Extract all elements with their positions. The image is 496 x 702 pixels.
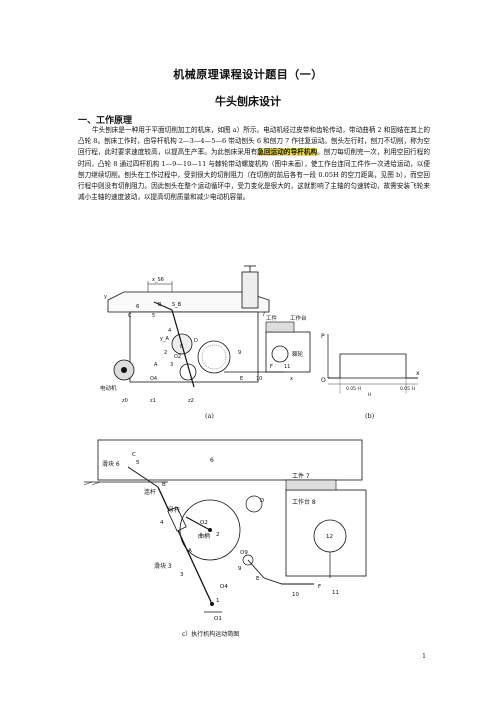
label-b: B (162, 482, 166, 488)
label-10: 10 (256, 376, 262, 382)
cam-8 (245, 495, 263, 513)
label-slider3: 滑块 3 (154, 562, 172, 570)
highlighted-phrase: 急回运动的导杆机构 (257, 148, 318, 157)
guide-link-4 (157, 486, 213, 605)
label-d: D (194, 338, 198, 344)
label-z2: z2 (188, 398, 194, 404)
label-n12: 12 (326, 534, 333, 540)
label-table: 工作台 (290, 314, 307, 322)
label-6: 6 (136, 304, 140, 310)
ratchet-wheel (271, 345, 289, 363)
label-z0: z0 (122, 398, 128, 404)
label-n5: 5 (136, 460, 140, 466)
figure-b-force-diagram: P x O 0.05 H H 0.05 H (321, 333, 420, 398)
label-4: 4 (168, 328, 171, 334)
label-o2: O2 (200, 520, 208, 526)
label-ratchet: 棘轮 (292, 350, 304, 358)
workpiece-7 (285, 479, 337, 491)
force-curve (328, 353, 418, 379)
label-3: 3 (170, 362, 173, 368)
roller (242, 554, 254, 566)
label-o4: O4 (150, 376, 157, 382)
label-n1: 1 (216, 598, 220, 604)
figure-c-caption: c）执行机构运动简图 (182, 630, 239, 638)
label-o1: O1 (214, 616, 222, 622)
paragraph-text-1: 牛头刨床是一种用于平面切削加工的机床，如图 a）所示。电动机经过皮带和齿轮传动，… (78, 126, 430, 157)
label-motor: 电动机 (100, 384, 117, 392)
label-e: E (240, 376, 243, 382)
working-principle-paragraph: 牛头刨床是一种用于平面切削加工的机床，如图 a）所示。电动机经过皮带和齿轮传动，… (78, 125, 430, 203)
label-9: 9 (238, 350, 241, 356)
figure-a-shaper-drawing: x_S6 y 6 B S_B C 5 7 工件 工作台 4 y_A D 8 2 … (100, 265, 311, 404)
figure-b-caption: (b) (365, 412, 375, 420)
label-7: 7 (262, 312, 265, 318)
label-n10: 10 (292, 592, 299, 598)
link-9 (247, 559, 265, 579)
label-o: O (321, 377, 326, 384)
paragraph-text-2: 。刨刀每切削完一次，利用空回行程的时间，凸轮 8 通过四杆机构 1—9—10—1… (78, 148, 431, 202)
label-o9: O9 (240, 550, 248, 556)
link-5 (127, 466, 159, 488)
label-c: C (128, 313, 132, 319)
label-f: F (318, 584, 321, 590)
label-z1: z1 (150, 398, 156, 404)
label-n9: 9 (238, 566, 242, 572)
label-xs6: x_S6 (152, 277, 164, 283)
label-a: A (188, 548, 192, 554)
label-dim-left: 0.05 H (346, 386, 361, 392)
subtitle: 牛头刨床设计 (215, 95, 281, 108)
figure-a-caption: (a) (205, 412, 214, 420)
link-10 (263, 577, 314, 585)
label-dim-h: H (368, 392, 371, 398)
guide-link-4 (171, 309, 195, 388)
slider-3 (167, 506, 187, 532)
label-c: C (132, 452, 136, 458)
label-workpiece: 工件 (266, 314, 278, 322)
label-slider6: 滑块 6 (102, 460, 120, 468)
label-n3: 3 (180, 572, 184, 578)
crank-2 (185, 516, 211, 531)
label-2: 2 (164, 350, 167, 356)
link-5 (153, 301, 173, 311)
section-heading: 一、工作原理 (78, 116, 133, 126)
ram-outline (107, 291, 270, 313)
label-crank: 曲柄 (198, 532, 210, 540)
label-o4: O4 (220, 584, 228, 590)
label-o2: O2 (174, 354, 181, 360)
label-b: B (158, 302, 162, 308)
label-n6: 6 (210, 457, 214, 464)
label-e: E (256, 576, 260, 582)
page-title: 机械原理课程设计题目（一） (173, 68, 323, 81)
label-5: 5 (152, 313, 155, 319)
label-d: D (260, 498, 264, 504)
label-n11: 11 (332, 590, 339, 596)
ram-6 (97, 439, 363, 481)
label-8: 8 (180, 344, 183, 350)
figure-c-mechanism-diagram: 滑块 6 C 5 B 连杆 6 导杆 4 O2 曲柄 2 D A 滑块 3 3 … (83, 439, 367, 638)
label-p: P (321, 333, 325, 340)
label-n4: 4 (160, 520, 164, 526)
label-table8: 工作台 8 (292, 498, 316, 506)
label-dim-right: 0.05 H (400, 386, 415, 392)
label-y: y (104, 294, 107, 300)
label-ya: y_A (160, 336, 169, 342)
label-rocker: 连杆 (144, 488, 156, 496)
label-n2: 2 (216, 532, 220, 538)
gear-z2 (197, 340, 231, 374)
label-sb: S_B (172, 302, 182, 308)
crank-disk (179, 499, 241, 561)
workpiece (265, 321, 295, 333)
label-f: F (270, 364, 273, 370)
label-11: 11 (284, 364, 290, 370)
page-number: 1 (422, 653, 426, 660)
label-guide: 导杆 (168, 506, 180, 514)
machine-body (129, 311, 259, 383)
label-workpiece7: 工件 7 (292, 472, 310, 480)
tool-head (241, 271, 259, 309)
label-x: x (290, 376, 293, 382)
label-a: A (154, 362, 158, 368)
label-x: x (416, 370, 420, 377)
